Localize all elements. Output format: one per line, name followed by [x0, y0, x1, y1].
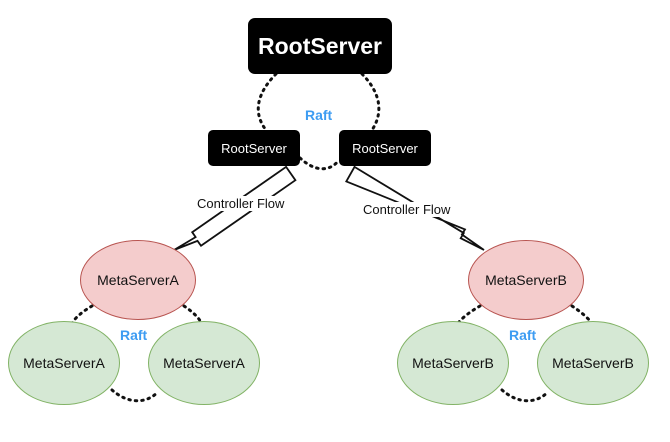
controller-flow-label-right: Controller Flow [362, 202, 452, 217]
raft-label-group-a: Raft [120, 327, 148, 343]
raft-label-root: Raft [305, 107, 333, 123]
meta-server-b-leader: MetaServerB [468, 240, 584, 320]
raft-link-root-right [360, 72, 381, 132]
meta-server-a-leader: MetaServerA [80, 240, 196, 320]
raft-link-b-bottom [500, 388, 550, 403]
raft-link-root-left [256, 72, 278, 132]
root-server-leader: RootServer [248, 18, 392, 74]
meta-server-b-follower-left: MetaServerB [397, 321, 509, 405]
root-server-follower-right: RootServer [339, 130, 431, 166]
raft-link-followers [298, 156, 341, 171]
controller-flow-label-left: Controller Flow [196, 196, 286, 211]
raft-label-group-b: Raft [509, 327, 537, 343]
raft-link-a-bottom [110, 388, 160, 403]
meta-server-a-follower-left: MetaServerA [8, 321, 120, 405]
meta-server-b-follower-right: MetaServerB [537, 321, 649, 405]
root-server-follower-left: RootServer [208, 130, 300, 166]
root-raft-ring [256, 72, 381, 171]
meta-server-a-follower-right: MetaServerA [148, 321, 260, 405]
